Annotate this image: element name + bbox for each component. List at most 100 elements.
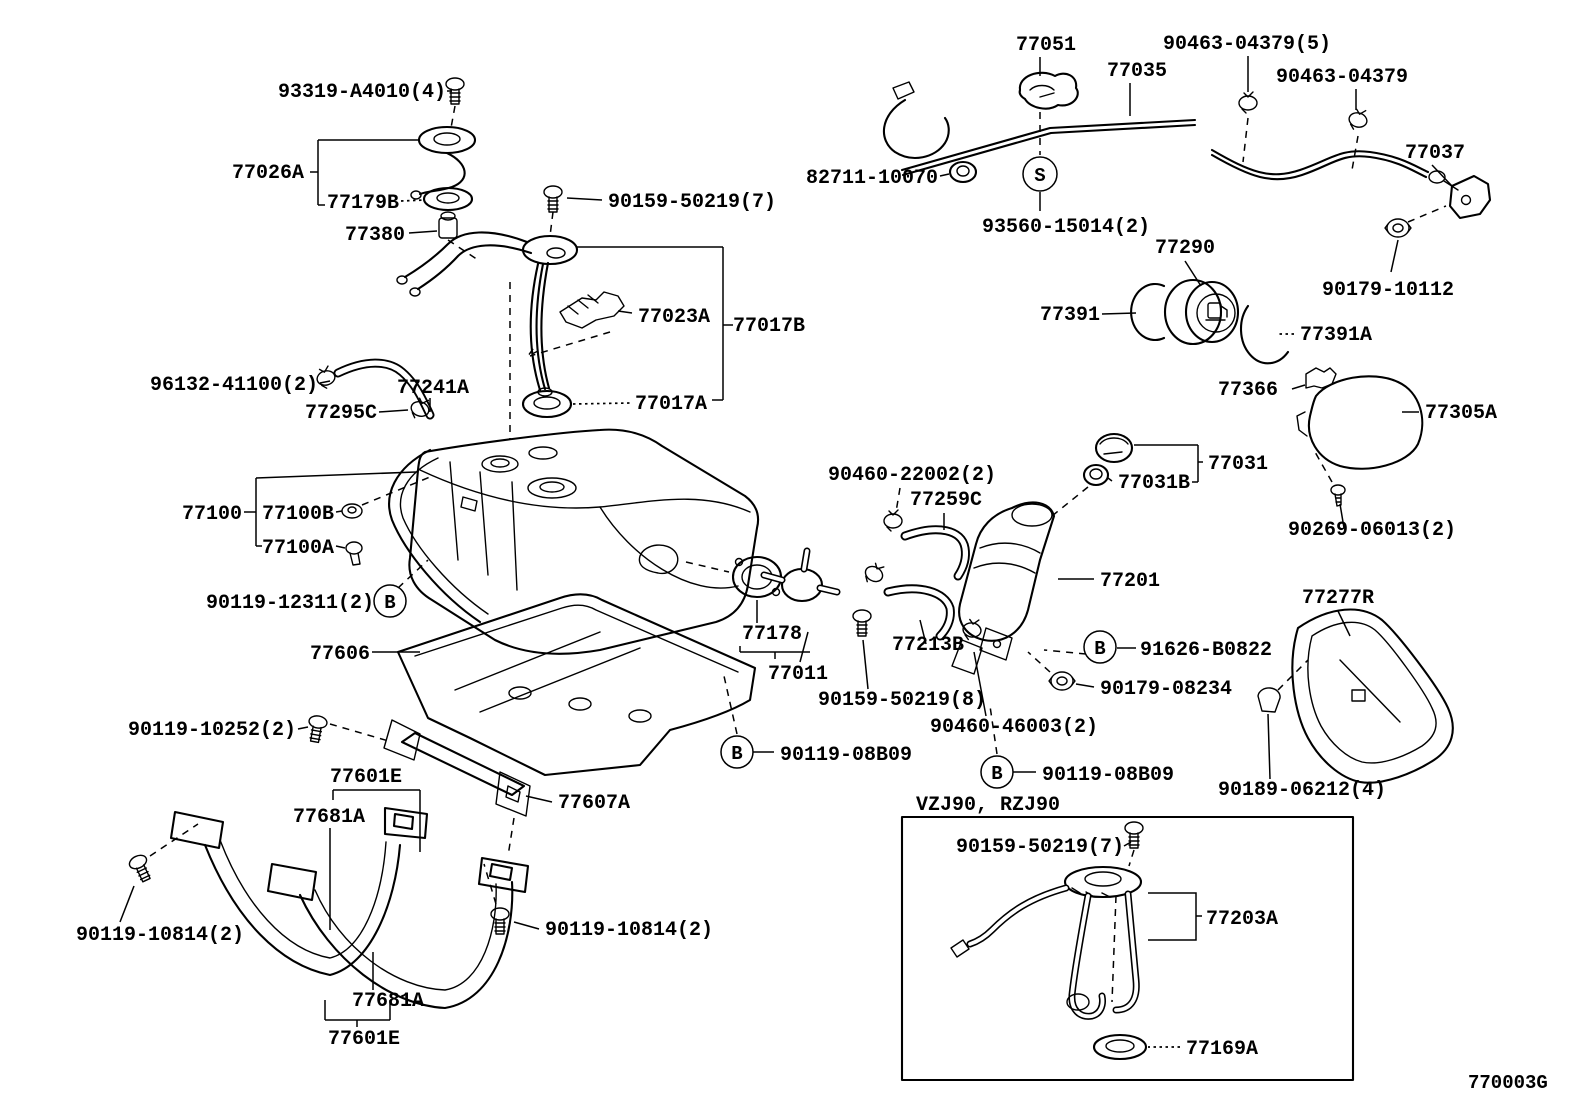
cap-face [1196, 293, 1236, 333]
part-label-77023a: 77023A [638, 306, 710, 329]
callout-circle-s [1022, 156, 1058, 192]
leader [1075, 683, 1095, 688]
callout-circle-b [720, 735, 754, 769]
neck-body [958, 501, 1056, 642]
crossmember-art [383, 719, 531, 857]
valve-stub-t-i [802, 549, 809, 571]
leader [335, 510, 343, 513]
bracket-77011 [739, 646, 810, 659]
callout-circle-b [980, 755, 1014, 789]
left-strap-inner [219, 839, 387, 959]
valve-stub-l-i [762, 573, 784, 582]
bolt-dash-right [483, 863, 497, 905]
bracket-hole [1460, 194, 1472, 206]
neck-ring-inner [1089, 468, 1103, 480]
part-label-77100a: 77100A [262, 537, 334, 560]
cable-clamp-detail [1029, 84, 1055, 98]
part-label-90460-46003: 90460-46003(2) [930, 716, 1098, 739]
part-label-90119-10814-left: 90119-10814(2) [76, 924, 244, 947]
part-label-77601e-top: 77601E [330, 766, 402, 789]
right-strap-inner [314, 883, 497, 991]
part-label-82711-10070: 82711-10070 [806, 167, 938, 190]
part-label-77169a: 77169A [1186, 1038, 1258, 1061]
leader [319, 380, 331, 384]
left-strap-hook [383, 806, 429, 840]
crossmember-bar [400, 731, 526, 797]
bolt-dash-left [149, 823, 199, 857]
breather-hose-2 [416, 244, 533, 291]
neck-bracket-hole [992, 639, 1002, 649]
part-label-93319-a4010: 93319-A4010(4) [278, 81, 446, 104]
lid-spring-77366 [1305, 367, 1337, 389]
part-label-77031b: 77031B [1118, 472, 1190, 495]
callout-circle-b [1083, 630, 1117, 664]
part-label-96132-41100: 96132-41100(2) [150, 374, 318, 397]
left-strap-outer [203, 843, 402, 977]
inset-border [900, 815, 1355, 1082]
tank-band-outer [388, 448, 482, 624]
nut-icon [1048, 671, 1076, 691]
bracket-dash [507, 817, 515, 857]
valve-body [438, 217, 458, 239]
bolt-icon [852, 609, 872, 637]
protector-edge [414, 604, 739, 673]
part-label-77011: 77011 [768, 663, 828, 686]
inset-bolt-dash [1128, 849, 1135, 867]
clamp-icon [1346, 106, 1371, 133]
sender-plate-inner [433, 132, 461, 146]
part-label-77601e-bottom: 77601E [328, 1028, 400, 1051]
part-label-90463-04379: 90463-04379 [1276, 66, 1408, 89]
lid-hinge [1296, 411, 1308, 437]
valve-dash [447, 239, 479, 261]
neck-cap-detail [1099, 437, 1129, 455]
leader [335, 545, 346, 549]
cap-body [1184, 280, 1240, 344]
tank-opening-3 [527, 477, 577, 499]
crossmember-right-bracket [495, 771, 531, 817]
leader [572, 402, 632, 405]
part-label-77241a: 77241A [397, 377, 469, 400]
part-label-90119-08b09-1: 90119-08B09 [780, 744, 912, 767]
valve-body-77011 [780, 567, 824, 603]
gasket-77169a [1092, 1033, 1148, 1061]
tank-opening-1 [481, 455, 519, 473]
leader [973, 651, 987, 717]
check-valve-art [438, 211, 479, 261]
shield-inner [1307, 621, 1437, 764]
ring-ear-1 [734, 557, 744, 567]
part-label-77026a: 77026A [232, 162, 304, 185]
crossmember-left-plate [383, 719, 421, 761]
breather-support-art [527, 291, 625, 357]
cap-gasket-77391 [1130, 283, 1166, 341]
sender-tube-end [410, 190, 422, 200]
leader [513, 921, 540, 930]
tank-kidney-cutout [638, 544, 679, 575]
part-label-77391: 77391 [1040, 304, 1100, 327]
part-label-90189-06212: 90189-06212(4) [1218, 779, 1386, 802]
callout-b-label: B [384, 592, 395, 614]
tank-band-inner [399, 457, 489, 615]
tank-ribs [449, 461, 518, 591]
part-label-77100: 77100 [182, 503, 242, 526]
hose-end-1 [396, 275, 408, 285]
pump-dash [1111, 895, 1117, 1003]
part-label-90159-50219-7: 90159-50219(7) [608, 191, 776, 214]
part-label-77295c: 77295C [305, 402, 377, 425]
pump-tube-d1-i [1070, 894, 1105, 1019]
leader [1267, 713, 1271, 780]
support-plate [559, 291, 625, 329]
protector-outline [396, 593, 757, 777]
hoses-valve-art [731, 509, 984, 643]
leader [397, 559, 429, 589]
part-label-77305a: 77305A [1425, 402, 1497, 425]
part-label-90460-22002: 90460-22002(2) [828, 464, 996, 487]
callout-s-label: S [1034, 165, 1045, 187]
bolt-icon [126, 852, 156, 885]
right-strap-right-bracket [477, 856, 530, 894]
grommet-shape [341, 503, 363, 519]
clamp-icon [883, 509, 903, 532]
plug-90189 [1257, 687, 1281, 713]
screw-icon [1330, 484, 1346, 507]
part-label-90119-12311: 90119-12311(2) [206, 592, 374, 615]
pump-tube-l-i [968, 886, 1068, 946]
